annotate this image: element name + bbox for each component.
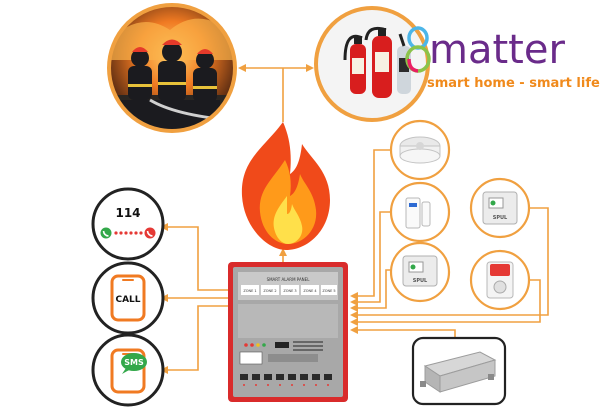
brand-word: matter: [429, 27, 565, 73]
connector-from-heat-detector: [350, 269, 392, 312]
status-leds: [244, 341, 323, 351]
control-buttons: [240, 374, 332, 380]
connector-from-call-point: [350, 207, 549, 319]
flame-icon: [241, 122, 330, 250]
connector-from-siren: [350, 279, 541, 326]
sms-phone-card: SMS: [91, 333, 165, 407]
zone-label-4: ZONE 4: [303, 289, 317, 293]
firefighters-photo: [107, 3, 237, 133]
display-panel: [239, 351, 318, 365]
phone-call-icon: [110, 274, 146, 322]
siren-card: [469, 249, 531, 311]
connector-lines: [160, 64, 549, 374]
power-supply-box-icon: [420, 351, 497, 393]
call-point-label: SPUL: [493, 215, 508, 221]
siren-icon: [486, 261, 514, 299]
connector-to-call-card: [160, 223, 228, 291]
heat-detector-icon: SPUL: [402, 255, 438, 287]
heat-detector-card: SPUL: [389, 241, 451, 303]
sms-bubble-icon: SMS: [121, 353, 147, 374]
manual-call-point-card: SPUL: [469, 177, 531, 239]
phone-call-icon: [100, 227, 156, 239]
call-114-card: 114: [91, 187, 165, 261]
heat-detector-label: SPUL: [413, 278, 428, 284]
zone-label-3: ZONE 3: [283, 289, 296, 293]
connector-from-smoke-detector: [350, 149, 392, 300]
brand-logo: matter smart home - smart life: [405, 26, 600, 96]
connector-from-door-sensor: [350, 211, 392, 306]
fire-alarm-control-panel: SMART ALARM PANEL ZONE 1 ZONE 2 ZONE 3 Z…: [228, 262, 348, 402]
brand-tagline: smart home - smart life: [427, 76, 600, 91]
call-label: CALL: [115, 295, 140, 305]
panel-header: SMART ALARM PANEL: [267, 277, 311, 282]
smoke-detector-card: [389, 119, 451, 181]
zone-labels: ZONE 1 ZONE 2 ZONE 3 ZONE 4 ZONE 5: [241, 285, 337, 295]
smoke-detector-icon: [399, 136, 441, 164]
connector-from-power-supply: [350, 326, 456, 340]
power-supply-card: [411, 336, 507, 406]
brand-digit-mark: [405, 26, 431, 73]
zone-label-1: ZONE 1: [243, 289, 256, 293]
zone-label-2: ZONE 2: [263, 289, 276, 293]
door-sensor-icon: [405, 197, 431, 229]
call-phone-card: CALL: [91, 261, 165, 335]
dialing-dots: [114, 231, 143, 235]
fire-extinguishers-photo: [314, 6, 430, 122]
connector-to-sms-phone: [160, 305, 228, 374]
manual-call-point-icon: SPUL: [482, 191, 518, 225]
sms-label: SMS: [124, 358, 144, 367]
door-sensor-card: [389, 181, 451, 243]
zone-label-5: ZONE 5: [322, 289, 335, 293]
emergency-number: 114: [115, 206, 140, 220]
